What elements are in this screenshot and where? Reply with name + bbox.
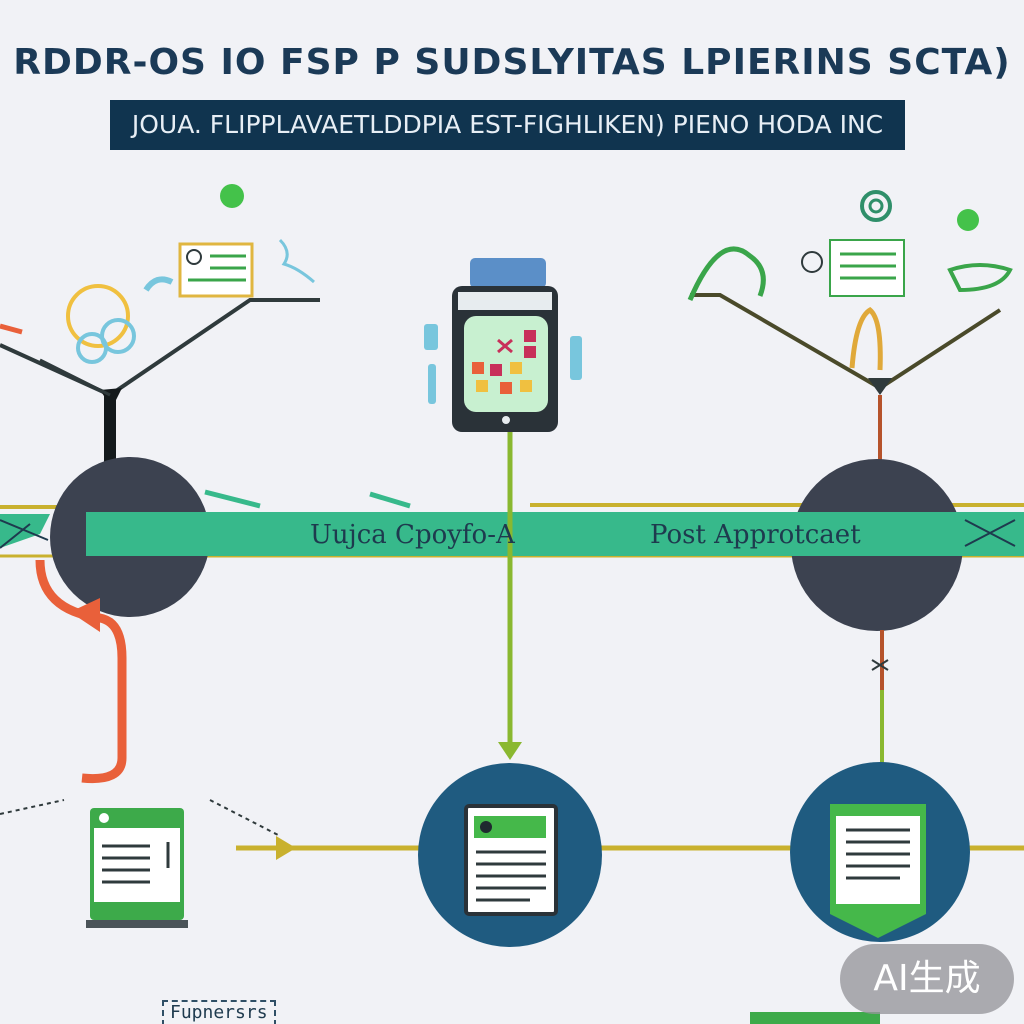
left-orange-arrow <box>35 559 127 784</box>
subtitle-bar: JOUA. FLIPPLAVAETLDDPIA EST-FIGHLIKEN) P… <box>110 100 905 150</box>
bottom-caption: Fupnersrs <box>162 1000 276 1024</box>
process-band <box>86 512 1024 556</box>
bottom-flow-arrowhead <box>276 836 296 860</box>
bottom-dash-left <box>0 799 65 815</box>
left-orange-arrowhead <box>70 598 100 632</box>
ai-generated-badge: AI生成 <box>840 944 1014 1014</box>
document-circle-right-icon <box>830 804 926 938</box>
page-title: RDDR-OS IO FSP P SUDSLYITAS LPIERINS SCT… <box>13 42 1011 83</box>
smartphone-app-icon <box>424 258 582 432</box>
bottom-partial-box <box>750 1012 880 1024</box>
network-branch-right-icon <box>687 190 1013 460</box>
document-circle-middle-icon <box>464 804 558 916</box>
band-label-left: Uujca Cpoyfo-A <box>310 520 515 550</box>
center-arrow-head <box>498 742 522 760</box>
document-green-icon <box>86 808 188 928</box>
bottom-dash-mid <box>209 799 281 837</box>
band-label-right: Post Approtcaet <box>650 520 861 550</box>
network-branch-left-icon <box>0 184 320 480</box>
